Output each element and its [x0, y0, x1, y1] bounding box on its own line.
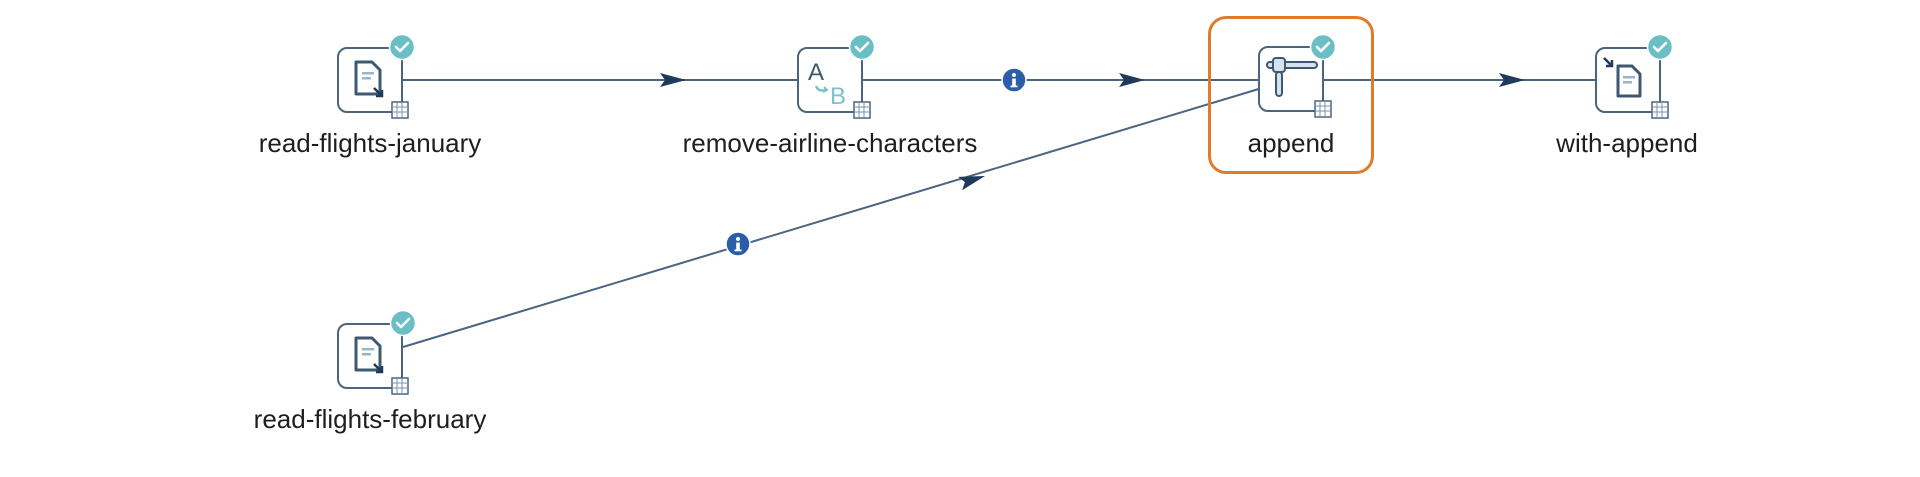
file-writer-icon [1603, 57, 1642, 98]
arrow-head [1119, 73, 1145, 87]
string-replace-icon: A B [808, 59, 846, 110]
table-port-icon[interactable] [391, 101, 409, 119]
node-read-flights-february[interactable] [337, 309, 417, 395]
table-port-icon[interactable] [1314, 100, 1332, 118]
node-label-read-flights-february[interactable]: read-flights-february [253, 404, 487, 434]
arrow-head [1499, 73, 1525, 87]
node-with-append[interactable] [1595, 33, 1674, 119]
arrow-head [660, 73, 686, 87]
table-port-icon[interactable] [391, 377, 409, 395]
concatenate-icon [1266, 57, 1318, 97]
edge-remove-to-append[interactable] [862, 73, 1259, 87]
svg-text:B: B [830, 83, 846, 110]
node-remove-airline-characters[interactable]: A B [797, 33, 876, 119]
selected-node-highlight [1208, 16, 1374, 174]
table-port-icon[interactable] [853, 101, 871, 119]
info-badge-remove-append[interactable] [1001, 67, 1027, 93]
node-append[interactable] [1258, 33, 1337, 118]
edge-january-to-remove[interactable] [403, 73, 798, 87]
node-label-remove-airline-characters[interactable]: remove-airline-characters [682, 128, 978, 158]
node-label-read-flights-january[interactable]: read-flights-january [258, 128, 482, 158]
status-check-icon [1309, 33, 1337, 61]
edge-append-to-with-append[interactable] [1323, 73, 1596, 87]
file-reader-icon [354, 336, 384, 374]
status-check-icon [389, 309, 417, 337]
arrow-head [958, 176, 985, 191]
file-reader-icon [354, 60, 384, 98]
status-check-icon [1646, 33, 1674, 61]
table-port-icon[interactable] [1651, 101, 1669, 119]
status-check-icon [848, 33, 876, 61]
node-label-with-append[interactable]: with-append [1556, 128, 1698, 158]
node-read-flights-january[interactable] [337, 33, 416, 119]
status-check-icon [388, 33, 416, 61]
node-label-append[interactable]: append [1247, 128, 1335, 158]
info-badge-february-append[interactable] [725, 231, 751, 257]
edge-february-to-append[interactable] [402, 87, 1263, 348]
svg-text:A: A [808, 59, 824, 86]
